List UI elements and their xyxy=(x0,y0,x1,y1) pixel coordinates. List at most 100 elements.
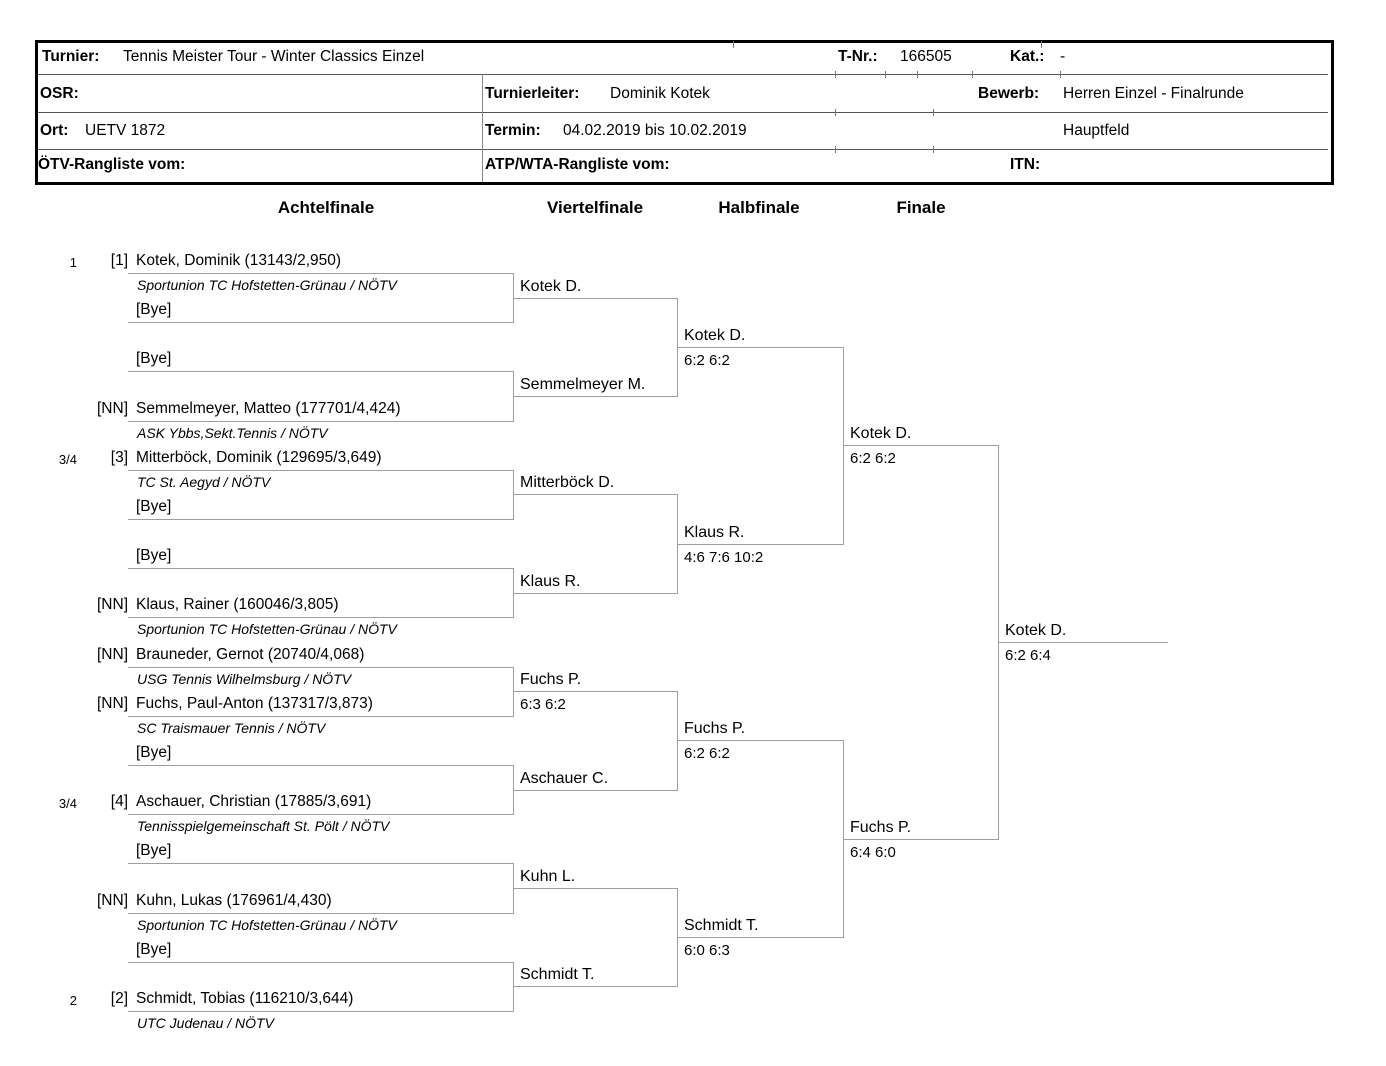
slot-line xyxy=(128,322,513,324)
cell-divider-tick xyxy=(1041,41,1042,48)
player-club: SC Traismauer Tennis / NÖTV xyxy=(137,719,326,736)
match-score: 6:2 6:4 xyxy=(1005,647,1051,664)
slot-line xyxy=(128,617,513,619)
slot-line xyxy=(128,863,513,865)
player-name: Kotek, Dominik (13143/2,950) xyxy=(136,252,342,269)
cell-divider-tick xyxy=(885,71,886,78)
player-seed: [NN] xyxy=(97,891,128,909)
player-club: USG Tennis Wilhelmsburg / NÖTV xyxy=(137,670,352,687)
slot-line xyxy=(128,420,513,422)
slot-line xyxy=(128,1011,513,1012)
player-seed: [4] xyxy=(110,793,128,811)
player-seed: [1] xyxy=(110,252,128,269)
winner-name: Aschauer C. xyxy=(520,769,609,787)
player-club: ASK Ybbs,Sekt.Tennis / NÖTV xyxy=(137,424,328,441)
winner-line xyxy=(677,740,843,742)
bewerb-value: Herren Einzel - Finalrunde xyxy=(1063,85,1244,102)
player-name: Klaus, Rainer (160046/3,805) xyxy=(136,596,339,614)
player-club: Sportunion TC Hofstetten-Grünau / NÖTV xyxy=(137,277,397,293)
termin-label: Termin: xyxy=(485,122,541,139)
draw-position-seed: 2 xyxy=(69,993,77,1008)
round-header-finale: Finale xyxy=(896,198,946,217)
match-score: 6:4 6:0 xyxy=(850,843,896,861)
draw-position-seed: 3/4 xyxy=(58,451,77,467)
winner-line xyxy=(513,494,677,496)
winner-name: Semmelmeyer M. xyxy=(520,376,646,393)
winner-line xyxy=(998,642,1168,643)
slot-line xyxy=(128,666,513,668)
winner-name: Fuchs P. xyxy=(850,818,912,836)
slot-line xyxy=(128,814,513,816)
bye-label: [Bye] xyxy=(136,498,172,515)
turnier-value: Tennis Meister Tour - Winter Classics Ei… xyxy=(123,48,425,65)
draw-position-seed: 3/4 xyxy=(58,796,77,812)
slot-line xyxy=(128,469,513,471)
cell-divider-tick xyxy=(733,41,734,48)
player-club: TC St. Aegyd / NÖTV xyxy=(137,473,271,490)
termin-value: 04.02.2019 bis 10.02.2019 xyxy=(563,122,747,139)
bye-label: [Bye] xyxy=(136,940,172,958)
winner-name: Schmidt T. xyxy=(520,966,595,984)
cell-divider-tick xyxy=(835,71,836,78)
player-name: Semmelmeyer, Matteo (177701/4,424) xyxy=(136,399,401,417)
match-score: 6:2 6:2 xyxy=(850,450,896,468)
turnier-label: Turnier: xyxy=(42,48,100,65)
winner-line xyxy=(513,888,677,889)
slot-line xyxy=(128,568,513,570)
winner-line xyxy=(513,691,677,693)
winner-name: Kotek D. xyxy=(684,326,746,344)
player-name: Schmidt, Tobias (116210/3,644) xyxy=(136,990,354,1007)
match-score: 6:2 6:2 xyxy=(684,745,730,763)
row-separator xyxy=(38,74,1328,75)
winner-name: Kotek D. xyxy=(850,425,912,443)
player-seed: [NN] xyxy=(97,399,128,417)
slot-line xyxy=(128,715,513,717)
turnierleiter-label: Turnierleiter: xyxy=(485,85,580,102)
tournament-info-table xyxy=(35,40,1334,185)
ort-value: UETV 1872 xyxy=(85,122,166,139)
slot-line xyxy=(128,273,513,274)
winner-line xyxy=(677,346,843,348)
bye-label: [Bye] xyxy=(136,744,172,761)
player-seed: [3] xyxy=(110,448,128,466)
slot-line xyxy=(128,371,513,373)
winner-name: Kotek D. xyxy=(520,277,582,295)
bye-label: [Bye] xyxy=(136,842,172,860)
cell-divider-tick xyxy=(835,109,836,116)
slot-line xyxy=(128,961,513,963)
itn-label: ITN: xyxy=(1010,156,1041,173)
bewerb-label: Bewerb: xyxy=(978,85,1040,102)
match-score: 6:3 6:2 xyxy=(520,696,566,714)
player-name: Aschauer, Christian (17885/3,691) xyxy=(136,793,372,811)
kat-label: Kat.: xyxy=(1010,48,1045,65)
player-club: UTC Judenau / NÖTV xyxy=(137,1015,274,1031)
winner-name: Schmidt T. xyxy=(684,917,759,935)
oetv-rangliste-label: ÖTV-Rangliste vom: xyxy=(38,156,186,173)
match-score: 4:6 7:6 10:2 xyxy=(684,548,764,566)
match-score: 6:2 6:2 xyxy=(684,351,730,369)
column-divider xyxy=(482,74,483,182)
feld-value: Hauptfeld xyxy=(1063,122,1130,139)
winner-name: Kuhn L. xyxy=(520,868,576,885)
player-club: Sportunion TC Hofstetten-Grünau / NÖTV xyxy=(137,621,397,638)
round-header-viertelfinale: Viertelfinale xyxy=(546,198,644,217)
slot-line xyxy=(128,912,513,914)
winner-line xyxy=(513,297,677,299)
player-seed: [NN] xyxy=(97,694,128,712)
winner-line xyxy=(513,789,677,791)
slot-line xyxy=(128,765,513,766)
winner-name: Mitterböck D. xyxy=(520,474,615,492)
player-club: Sportunion TC Hofstetten-Grünau / NÖTV xyxy=(137,916,397,933)
tnr-value: 166505 xyxy=(900,48,952,65)
cell-divider-tick xyxy=(1060,71,1061,78)
player-seed: [2] xyxy=(110,990,128,1007)
tnr-label: T-Nr.: xyxy=(838,48,878,65)
winner-line xyxy=(843,445,998,447)
slot-line xyxy=(128,519,513,520)
winner-line xyxy=(677,937,843,939)
atp-wta-rangliste-label: ATP/WTA-Rangliste vom: xyxy=(485,156,670,173)
draw-position-seed: 1 xyxy=(69,255,77,270)
cell-divider-tick xyxy=(917,71,918,78)
round-header-halbfinale: Halbfinale xyxy=(718,198,800,217)
